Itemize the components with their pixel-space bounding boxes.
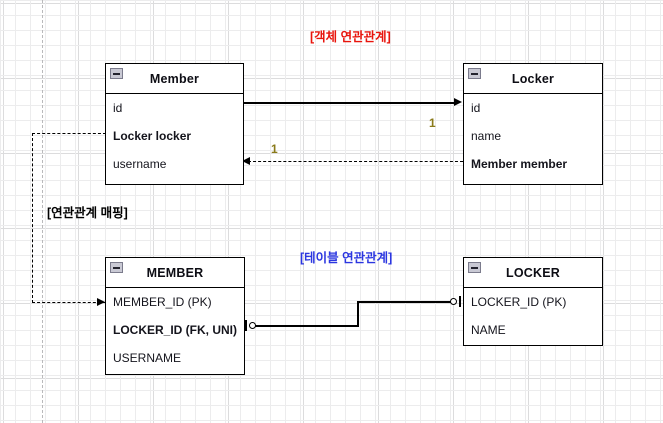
table-locker[interactable]: LOCKER LOCKER_ID (PK) NAME <box>463 257 603 346</box>
column-row: LOCKER_ID (PK) <box>471 295 567 309</box>
table-member-title: MEMBER <box>146 265 204 280</box>
field-row: username <box>113 157 167 171</box>
field-row: name <box>471 129 502 143</box>
connector-member-to-locker-h <box>243 102 455 104</box>
entity-member-header: Member <box>106 64 243 94</box>
table-member[interactable]: MEMBER MEMBER_ID (PK) LOCKER_ID (FK, UNI… <box>105 257 245 375</box>
table-member-columns: MEMBER_ID (PK) LOCKER_ID (FK, UNI) USERN… <box>106 288 244 372</box>
entity-locker[interactable]: Locker id name Member member <box>463 63 603 185</box>
crowfoot-circle-member <box>249 322 256 329</box>
connector-locker-to-member-h <box>248 161 463 162</box>
crowfoot-bar-locker <box>459 296 461 307</box>
multiplicity-member-to-locker: 1 <box>429 116 436 130</box>
table-locker-header: LOCKER <box>464 258 602 288</box>
page-break-guide <box>42 0 43 423</box>
column-row: NAME <box>471 323 506 337</box>
entity-member-fields: id Locker locker username <box>106 94 243 178</box>
label-object-relation: [객체 연관관계] <box>310 30 391 44</box>
minus-icon[interactable] <box>468 68 481 79</box>
label-table-relation: [테이블 연관관계] <box>300 251 393 265</box>
minus-icon[interactable] <box>110 262 123 273</box>
entity-locker-header: Locker <box>464 64 602 94</box>
crowfoot-circle-locker <box>450 298 457 305</box>
table-locker-columns: LOCKER_ID (PK) NAME <box>464 288 602 344</box>
mapping-line-left <box>32 133 33 303</box>
column-row: LOCKER_ID (FK, UNI) <box>113 323 237 337</box>
entity-member-title: Member <box>149 71 200 86</box>
minus-icon[interactable] <box>468 262 481 273</box>
table-locker-title: LOCKER <box>506 265 560 280</box>
table-connector-h1 <box>252 325 358 327</box>
mapping-line-top <box>32 133 106 134</box>
mapping-line-bottom <box>32 302 106 303</box>
table-member-header: MEMBER <box>106 258 244 288</box>
column-row: MEMBER_ID (PK) <box>113 295 212 309</box>
field-row: id <box>113 101 123 115</box>
table-connector-v <box>357 301 359 327</box>
entity-locker-title: Locker <box>511 71 555 86</box>
arrow-to-member-id <box>97 298 105 306</box>
multiplicity-locker-to-member: 1 <box>271 142 278 156</box>
label-mapping: [연관관계 매핑] <box>47 206 128 220</box>
arrow-to-member-username <box>242 157 250 165</box>
entity-member[interactable]: Member id Locker locker username <box>105 63 244 185</box>
entity-locker-fields: id name Member member <box>464 94 602 178</box>
minus-icon[interactable] <box>110 68 123 79</box>
table-connector-h2 <box>357 301 455 303</box>
field-row: Locker locker <box>113 129 192 143</box>
crowfoot-bar-member <box>245 320 247 331</box>
arrow-to-locker-id <box>454 98 462 106</box>
column-row: USERNAME <box>113 351 182 365</box>
field-row: Member member <box>471 157 568 171</box>
field-row: id <box>471 101 481 115</box>
